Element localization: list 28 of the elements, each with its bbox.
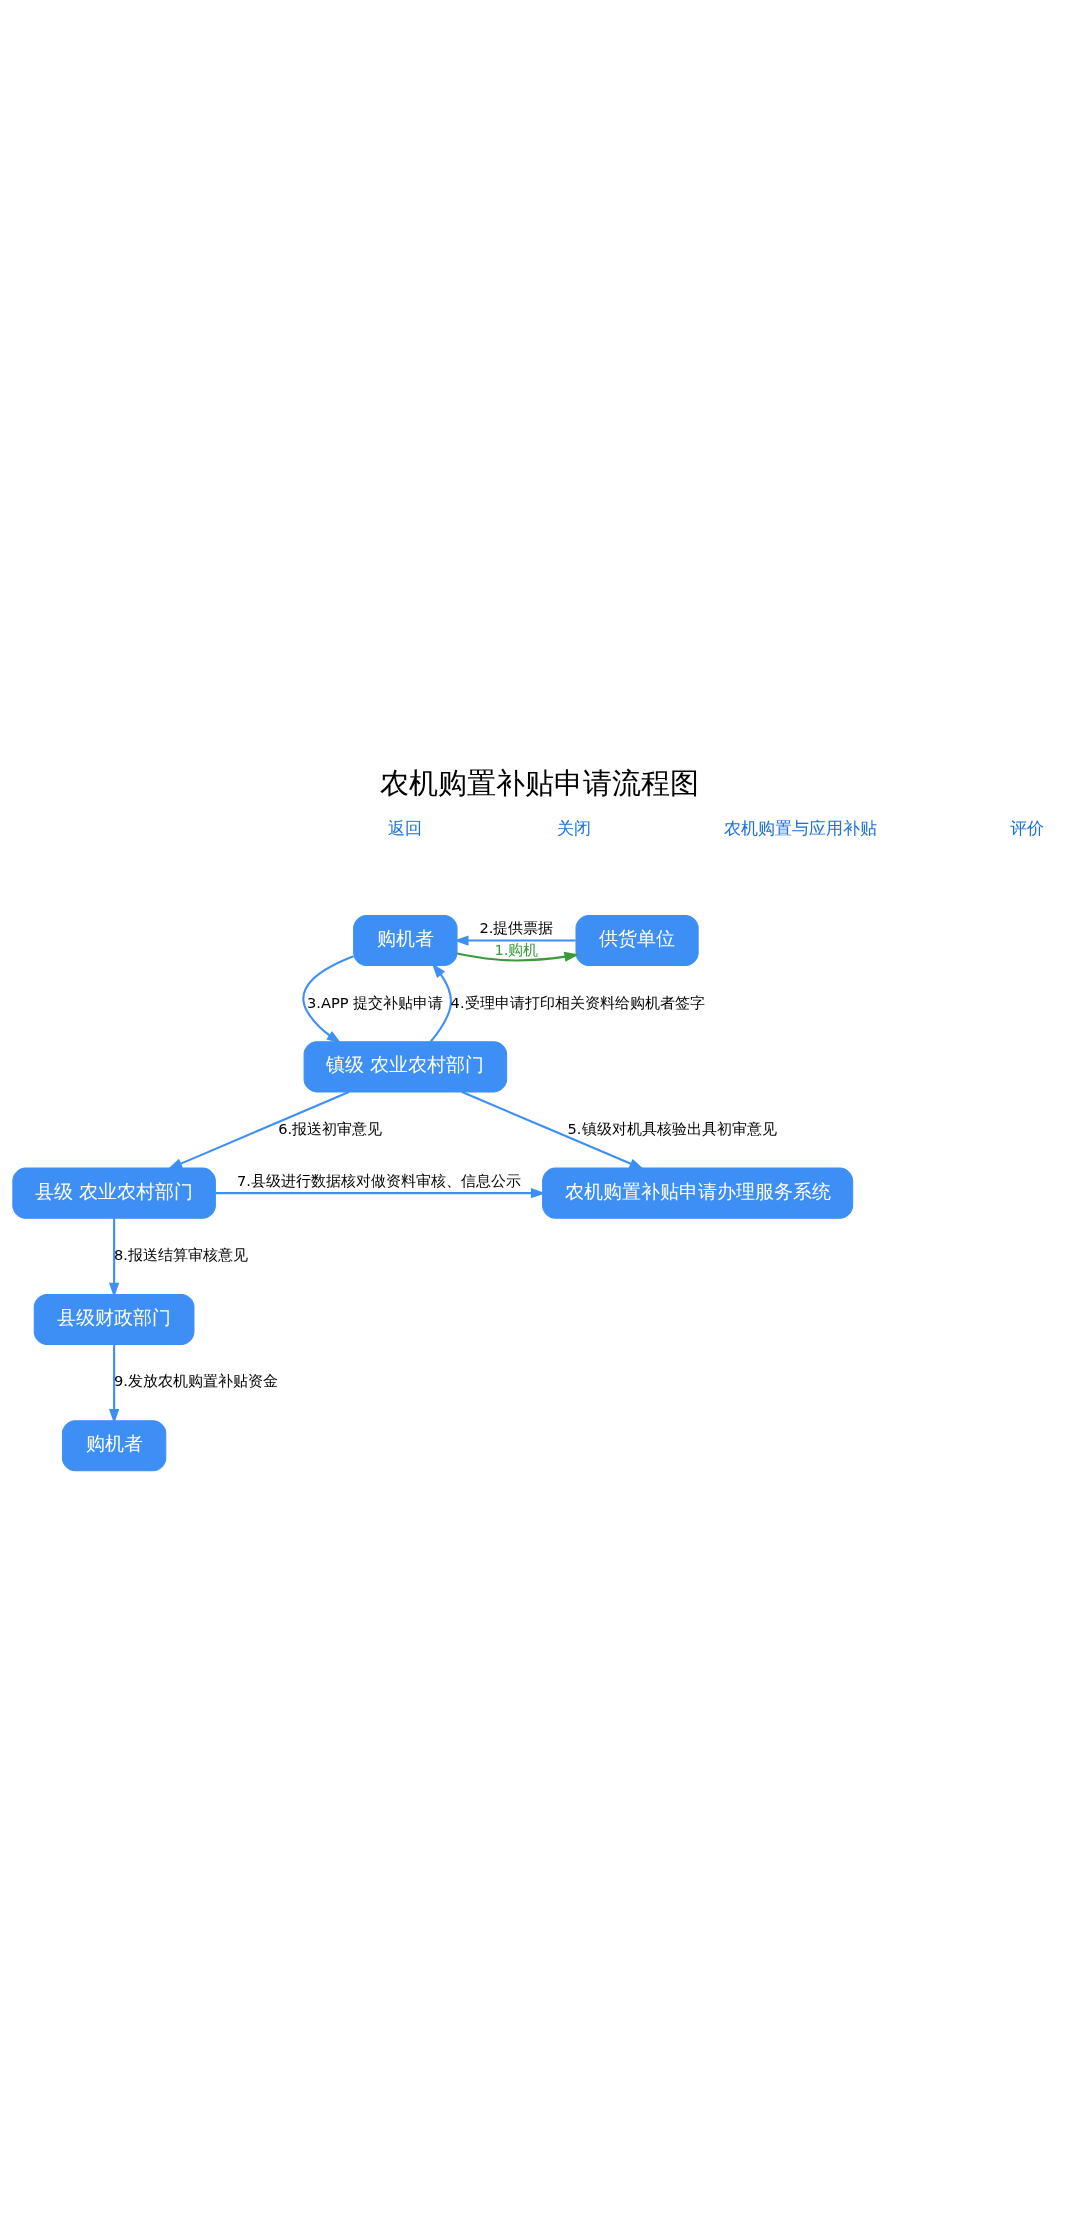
label: 农机购置与应用补贴 [724,817,878,838]
edge-label: 6.报送初审意见 [278,1119,383,1137]
label: 返回 [388,817,423,838]
edge-label: 4.受理申请打印相关资料给购机者签字 [450,993,705,1011]
node-box: 供货单位 [575,914,699,966]
arrow [302,954,355,1043]
arrow [215,1187,546,1198]
edge-label: 1.购机 [494,940,539,958]
label: 评价 [1010,817,1045,838]
edge-label: 5.镇级对机具核验出具初审意见 [567,1119,777,1137]
node-box: 购机者 [61,1419,167,1471]
node-box: 县级 农业农村部门 [12,1167,216,1219]
node-box: 镇级 农业农村部门 [303,1040,508,1092]
edge-label: 9.发放农机购置补贴资金 [114,1371,279,1389]
arrow [456,951,580,962]
arrow [108,1217,120,1297]
edge-label: 7.县级进行数据核对做资料审核、信息公示 [237,1171,521,1189]
edge-label: 8.报送结算审核意见 [113,1245,248,1263]
edge-label: 3.APP 提交补贴申请 [306,993,444,1011]
arrow [461,1090,644,1169]
arrow [167,1090,350,1169]
node-box: 县级财政部门 [33,1293,195,1345]
node-box: 购机者 [353,914,458,966]
label: 关闭 [557,817,592,838]
diagram-title: 农机购置补贴申请流程图 [380,765,700,800]
edge-label: 2.提供票据 [479,918,554,936]
arrow [108,1344,120,1424]
node-box: 农机购置补贴申请办理服务系统 [542,1167,854,1219]
